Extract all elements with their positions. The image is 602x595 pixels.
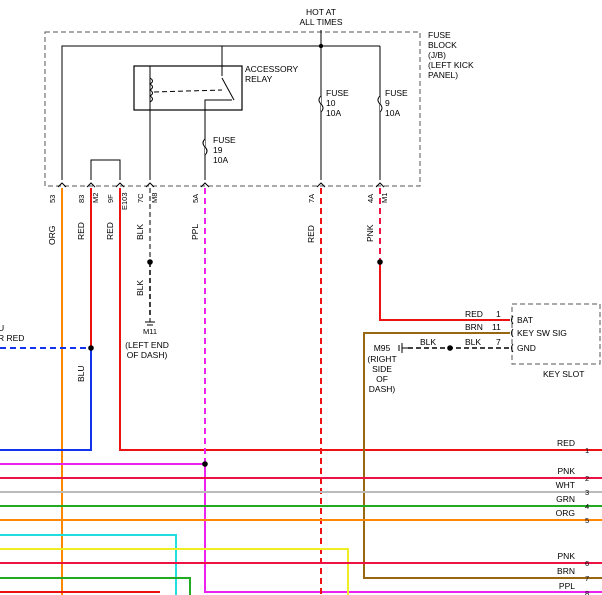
key-slot-sig-label: KEY SW SIG bbox=[517, 328, 567, 338]
bus-num-8: 8 bbox=[585, 589, 589, 595]
bus-label-red-1: RED bbox=[557, 438, 575, 448]
bus-label-pnk-b: PNK bbox=[558, 551, 576, 561]
bus-num-7: 7 bbox=[585, 574, 589, 583]
ground-m95-line2: SIDE bbox=[372, 364, 392, 374]
pin-9f: 9F bbox=[106, 194, 115, 203]
ground-m11-line1: (LEFT END bbox=[125, 340, 169, 350]
brn-wire bbox=[363, 332, 602, 579]
ground-symbol-left bbox=[145, 318, 155, 326]
fuse-10-rating: 10A bbox=[326, 108, 341, 118]
red-wire-e103 bbox=[119, 188, 602, 451]
hot-at-text: HOT AT bbox=[306, 7, 336, 17]
pin-4a: 4A bbox=[366, 194, 375, 203]
fuse-19-number: 19 bbox=[213, 145, 223, 155]
relay-label-1: ACCESSORY bbox=[245, 64, 299, 74]
wire-label-org: ORG bbox=[47, 226, 57, 245]
bus-num-4: 4 bbox=[585, 502, 589, 511]
fuse-19-name: FUSE bbox=[213, 135, 236, 145]
key-slot-pin-7: 7 bbox=[496, 337, 501, 347]
ground-m95-id: M95 bbox=[374, 343, 391, 353]
ground-m95-line3: OF bbox=[376, 374, 388, 384]
pin-7a: 7A bbox=[307, 194, 316, 203]
fuse-10-number: 10 bbox=[326, 98, 336, 108]
ground-m11-line2: OF DASH) bbox=[127, 350, 168, 360]
bus-label-wht: WHT bbox=[556, 480, 575, 490]
wire-label-ppl: PPL bbox=[190, 224, 200, 240]
fuse-symbols bbox=[202, 95, 383, 156]
pin-83: 83 bbox=[77, 195, 86, 203]
blu-wire bbox=[0, 348, 92, 451]
fuse-9-name: FUSE bbox=[385, 88, 408, 98]
wire-label-red-3: RED bbox=[306, 225, 316, 243]
bus-num-5: 5 bbox=[585, 516, 589, 525]
key-slot-gnd-label: GND bbox=[517, 343, 536, 353]
key-slot-red-wire: RED bbox=[465, 309, 483, 319]
pin-m1: M1 bbox=[380, 193, 389, 203]
ground-m95-line1: (RIGHT bbox=[367, 354, 396, 364]
fuse-19-rating: 10A bbox=[213, 155, 228, 165]
bus-label-org: ORG bbox=[556, 508, 575, 518]
pin-m8: M8 bbox=[150, 193, 159, 203]
wire-label-red-1: RED bbox=[76, 222, 86, 240]
wire-label-pnk: PNK bbox=[365, 224, 375, 242]
grn-lower-wire bbox=[0, 577, 191, 595]
relay-label-2: RELAY bbox=[245, 74, 273, 84]
fuse-block-label-3: (J/B) bbox=[428, 50, 446, 60]
key-slot-blk-wire: BLK bbox=[465, 337, 481, 347]
key-slot-brn-wire: BRN bbox=[465, 322, 483, 332]
key-slot-pin-11: 11 bbox=[492, 322, 501, 332]
pin-53: 53 bbox=[48, 195, 57, 203]
bus-num-3: 3 bbox=[585, 488, 589, 497]
wire-label-blk: BLK bbox=[135, 224, 145, 240]
fuse-9-rating: 10A bbox=[385, 108, 400, 118]
ground-m95-line4: DASH) bbox=[369, 384, 396, 394]
left-cut-text-2: R RED bbox=[0, 333, 24, 343]
red-bat-wire bbox=[379, 262, 510, 321]
key-slot-pin-1: 1 bbox=[496, 309, 501, 319]
accessory-relay-box bbox=[133, 65, 243, 111]
left-cut-text-1: U bbox=[0, 323, 4, 333]
bus-label-ppl: PPL bbox=[559, 581, 575, 591]
pin-5a: 5A bbox=[191, 194, 200, 203]
fuse-block-border bbox=[44, 31, 421, 187]
pin-m2: M2 bbox=[91, 193, 100, 203]
ground-m11-id: M11 bbox=[143, 327, 157, 336]
fuse-block-label-2: BLOCK bbox=[428, 40, 457, 50]
fuse-block-label-5: PANEL) bbox=[428, 70, 458, 80]
fuse-block-label-4: (LEFT KICK bbox=[428, 60, 474, 70]
connector-chevrons bbox=[57, 182, 385, 188]
yellow-wire bbox=[0, 548, 349, 595]
bus-num-1: 1 bbox=[585, 446, 589, 455]
fuse-9-number: 9 bbox=[385, 98, 390, 108]
all-times-text: ALL TIMES bbox=[300, 17, 343, 27]
fuse-10-name: FUSE bbox=[326, 88, 349, 98]
pin-e103: E103 bbox=[120, 192, 129, 210]
blk-right-label: BLK bbox=[420, 337, 436, 347]
fuse-block-label-1: FUSE bbox=[428, 30, 451, 40]
junction-dot bbox=[318, 43, 324, 49]
bus-label-grn: GRN bbox=[556, 494, 575, 504]
bus-label-pnk-a: PNK bbox=[558, 466, 576, 476]
wire-label-blk-ground: BLK bbox=[135, 280, 145, 296]
relay-link bbox=[153, 89, 223, 93]
bus-label-brn: BRN bbox=[557, 566, 575, 576]
wire-label-blu: BLU bbox=[76, 365, 86, 382]
pin-7c: 7C bbox=[136, 193, 145, 203]
bus-num-6: 6 bbox=[585, 559, 589, 568]
bus-num-2: 2 bbox=[585, 474, 589, 483]
key-slot-bat-label: BAT bbox=[517, 315, 533, 325]
key-slot-terminals bbox=[511, 315, 514, 353]
ground-symbol-right bbox=[398, 343, 408, 353]
ppl-wire bbox=[204, 464, 602, 593]
key-slot-title: KEY SLOT bbox=[543, 369, 584, 379]
wire-junctions bbox=[88, 259, 453, 467]
colored-wires bbox=[0, 188, 602, 595]
cyan-wire bbox=[0, 534, 177, 595]
wire-label-red-2: RED bbox=[105, 222, 115, 240]
